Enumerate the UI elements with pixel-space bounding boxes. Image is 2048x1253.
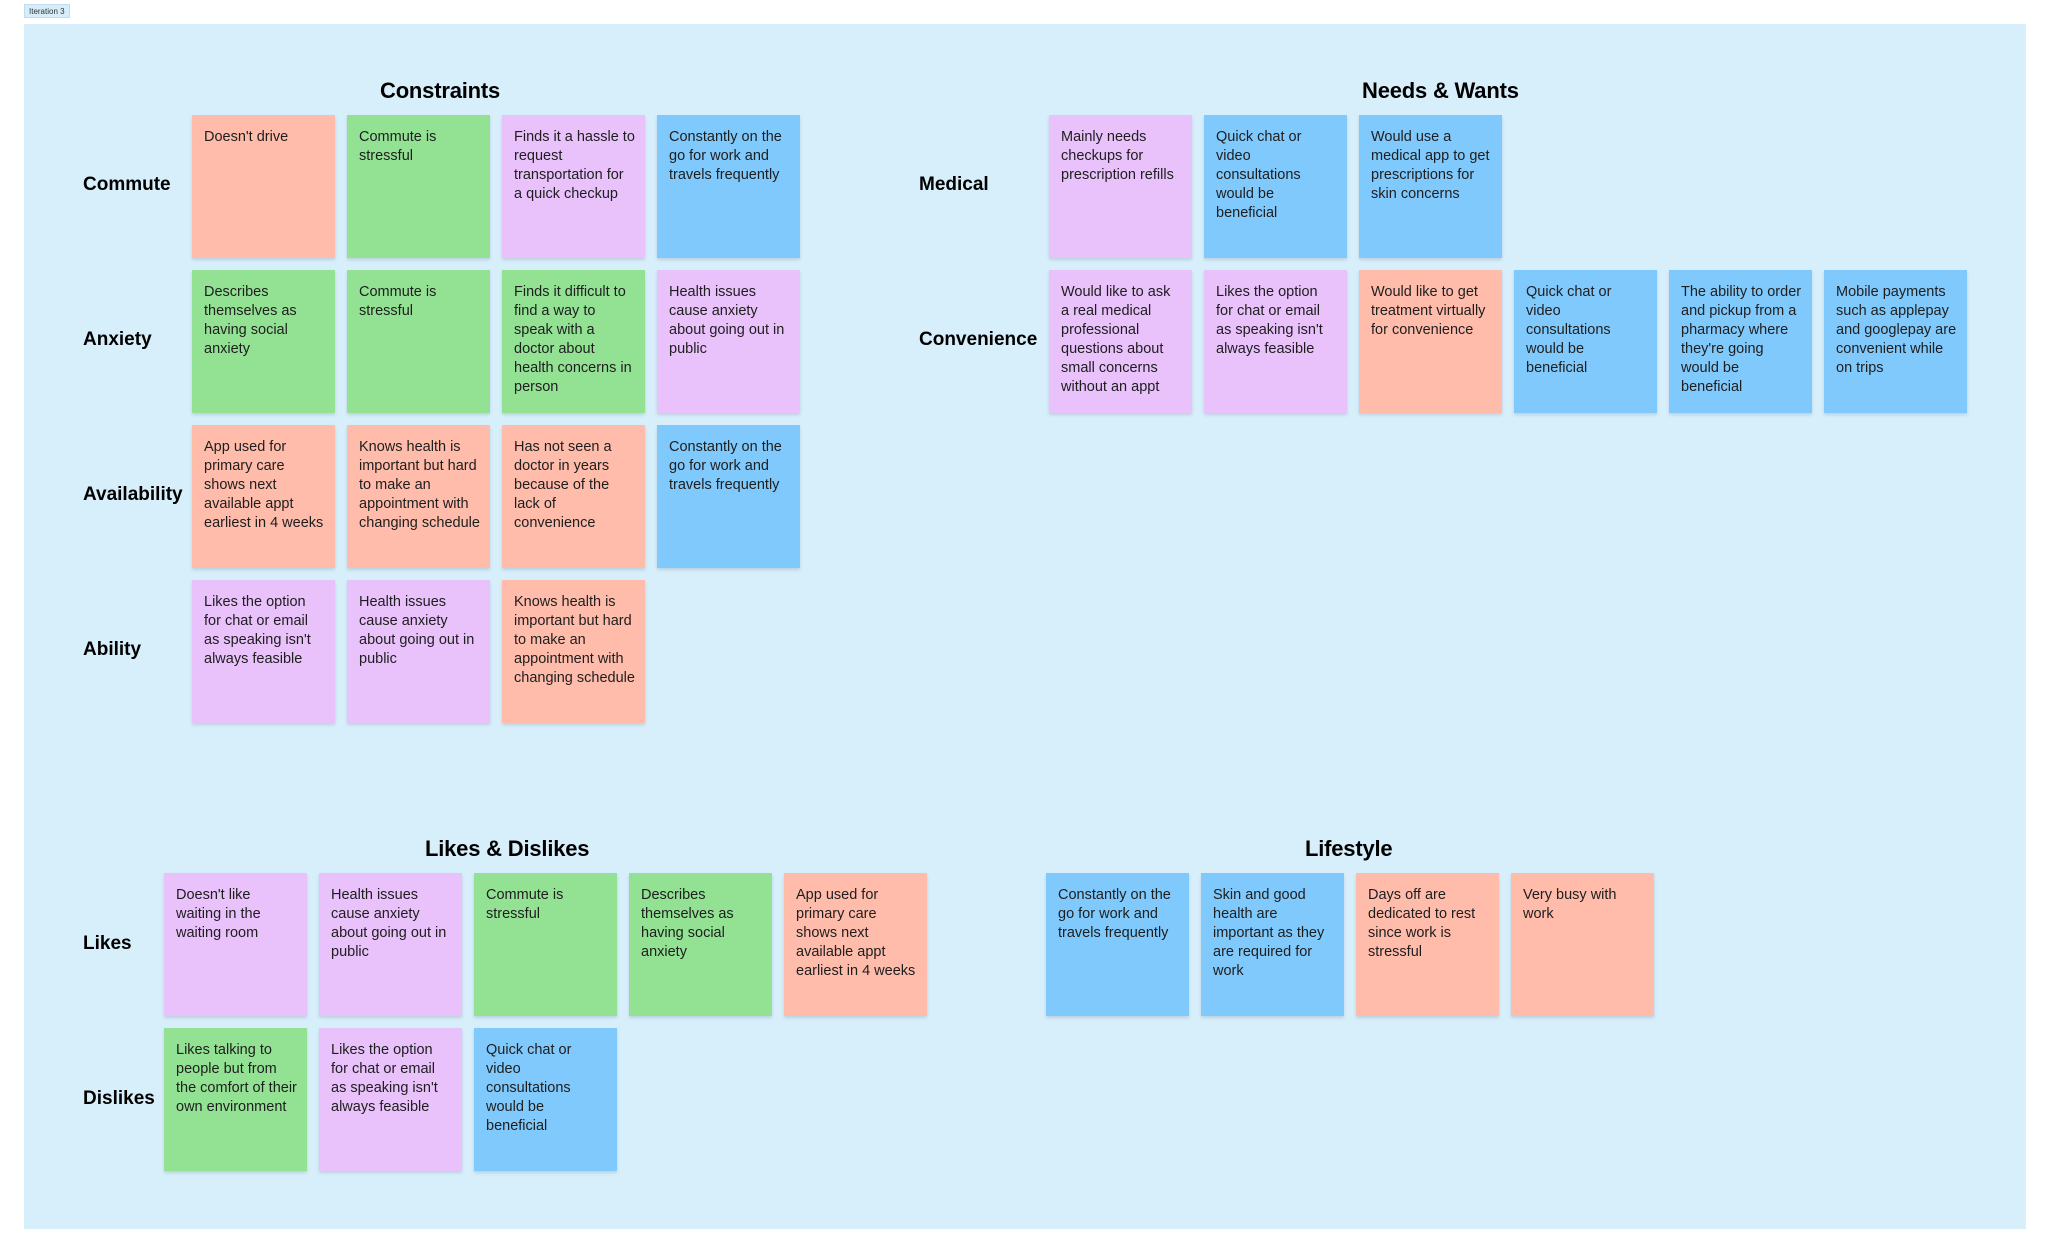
sticky-note[interactable]: Doesn't like waiting in the waiting room [164,873,307,1016]
sticky-note[interactable]: Mainly needs checkups for prescription r… [1049,115,1192,258]
sticky-note[interactable]: Health issues cause anxiety about going … [657,270,800,413]
row-label-commute: Commute [83,174,171,195]
sticky-note[interactable]: Finds it a hassle to request transportat… [502,115,645,258]
sticky-note[interactable]: Doesn't drive [192,115,335,258]
row-label-availability: Availability [83,484,183,505]
sticky-note[interactable]: Knows health is important but hard to ma… [347,425,490,568]
sticky-note[interactable]: Would use a medical app to get prescript… [1359,115,1502,258]
sticky-note[interactable]: Quick chat or video consultations would … [474,1028,617,1171]
section-title-constraints: Constraints [380,78,501,103]
sticky-note[interactable]: Very busy with work [1511,873,1654,1016]
sticky-note[interactable]: Quick chat or video consultations would … [1204,115,1347,258]
sticky-note[interactable]: The ability to order and pickup from a p… [1669,270,1812,413]
sticky-note[interactable]: Commute is stressful [347,115,490,258]
sticky-note[interactable]: Health issues cause anxiety about going … [347,580,490,723]
row-label-likes: Likes [83,933,132,954]
sticky-note[interactable]: Would like to ask a real medical profess… [1049,270,1192,413]
row-label-medical: Medical [919,174,989,195]
row-label-ability: Ability [83,639,142,660]
frame-label[interactable]: Iteration 3 [24,4,70,18]
sticky-note[interactable]: App used for primary care shows next ava… [784,873,927,1016]
row-label-convenience: Convenience [919,329,1038,350]
sticky-note[interactable]: Health issues cause anxiety about going … [319,873,462,1016]
sticky-note[interactable]: Has not seen a doctor in years because o… [502,425,645,568]
sticky-note[interactable]: Finds it difficult to find a way to spea… [502,270,645,413]
sticky-note[interactable]: Constantly on the go for work and travel… [657,115,800,258]
row-label-anxiety: Anxiety [83,329,152,350]
section-title-likes-dislikes: Likes & Dislikes [425,836,590,861]
section-title-lifestyle: Lifestyle [1305,836,1393,861]
sticky-note[interactable]: App used for primary care shows next ava… [192,425,335,568]
sticky-note[interactable]: Likes the option for chat or email as sp… [1204,270,1347,413]
sticky-note[interactable]: Quick chat or video consultations would … [1514,270,1657,413]
section-title-needs-wants: Needs & Wants [1362,78,1519,103]
sticky-note[interactable]: Mobile payments such as applepay and goo… [1824,270,1967,413]
sticky-note[interactable]: Knows health is important but hard to ma… [502,580,645,723]
sticky-note[interactable]: Likes the option for chat or email as sp… [319,1028,462,1171]
sticky-note[interactable]: Likes the option for chat or email as sp… [192,580,335,723]
sticky-note[interactable]: Commute is stressful [347,270,490,413]
sticky-note[interactable]: Days off are dedicated to rest since wor… [1356,873,1499,1016]
sticky-note[interactable]: Describes themselves as having social an… [192,270,335,413]
sticky-note[interactable]: Likes talking to people but from the com… [164,1028,307,1171]
sticky-note[interactable]: Describes themselves as having social an… [629,873,772,1016]
sticky-note[interactable]: Constantly on the go for work and travel… [657,425,800,568]
sticky-note[interactable]: Would like to get treatment virtually fo… [1359,270,1502,413]
sticky-note[interactable]: Commute is stressful [474,873,617,1016]
row-label-dislikes: Dislikes [83,1088,155,1109]
sticky-note[interactable]: Skin and good health are important as th… [1201,873,1344,1016]
affinity-board: Constraints Commute Anxiety Availability… [24,24,2026,1229]
sticky-note[interactable]: Constantly on the go for work and travel… [1046,873,1189,1016]
